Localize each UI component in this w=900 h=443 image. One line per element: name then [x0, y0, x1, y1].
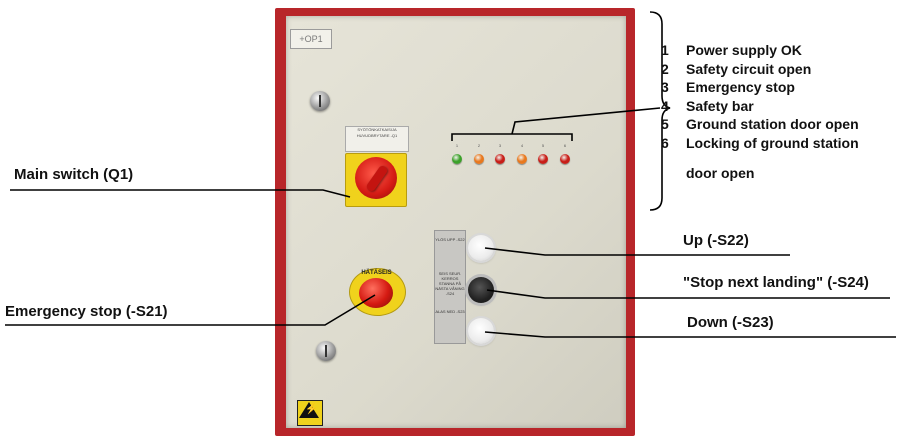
lamp-number: 2 [477, 143, 481, 148]
legend-text-continuation: door open [686, 165, 755, 181]
down-leader [484, 331, 896, 338]
lightning-bolt-icon: ⚡ [305, 404, 318, 415]
up-plate-text: YLÖS UPP -S22 [435, 237, 465, 242]
legend-number: 1 [661, 42, 669, 58]
indicator-lamp-5 [538, 154, 548, 164]
warning-triangle-icon [299, 402, 319, 418]
main-switch-plate: SYÖTÖNKATKAISIJA HUVUDBRYTARE -Q1 [345, 126, 409, 152]
up-label: Up (-S22) [683, 232, 749, 249]
lamps-leader [511, 107, 661, 135]
main-switch-label: Main switch (Q1) [14, 166, 134, 183]
main-switch-leader [10, 189, 351, 198]
lamp-number: 1 [455, 143, 459, 148]
legend-item: 4 Safety bar [661, 97, 859, 116]
indicator-lamp-6 [560, 154, 570, 164]
control-panel [286, 16, 626, 428]
legend-item: 6 Locking of ground station [661, 134, 859, 153]
legend-text: Locking of ground station [686, 134, 859, 151]
indicator-lamp-3 [495, 154, 505, 164]
lamp-number: 4 [520, 143, 524, 148]
lamp-legend: 1 Power supply OK 2 Safety circuit open … [661, 41, 859, 152]
button-label-plate: YLÖS UPP -S22 SEIS SEUR. KERROS STANNA P… [434, 230, 466, 344]
emergency-stop-leader [5, 294, 376, 326]
legend-item: 3 Emergency stop [661, 78, 859, 97]
emergency-stop-button[interactable] [359, 278, 393, 308]
legend-item: 5 Ground station door open [661, 115, 859, 134]
legend-number: 2 [661, 60, 669, 77]
indicator-lamp-2 [474, 154, 484, 164]
stop-leader [486, 289, 890, 299]
lamp-number: 6 [563, 143, 567, 148]
down-button[interactable] [468, 318, 494, 344]
legend-text: Power supply OK [686, 42, 802, 58]
legend-item: 2 Safety circuit open [661, 60, 859, 79]
legend-number: 6 [661, 134, 669, 151]
legend-text: Emergency stop [686, 79, 795, 95]
indicator-lamp-1 [452, 154, 462, 164]
legend-number: 4 [661, 97, 669, 114]
legend-item: 1 Power supply OK [661, 41, 859, 60]
lamps-bracket [451, 133, 573, 141]
stop-next-landing-label: "Stop next landing" (-S24) [683, 274, 869, 291]
emergency-stop-ring-text: HÄTÄSEIS [361, 270, 392, 276]
legend-brace [649, 11, 671, 211]
door-lock-icon[interactable] [316, 341, 336, 361]
lamp-number: 3 [498, 143, 502, 148]
emergency-stop-label: Emergency stop (-S21) [5, 303, 168, 320]
legend-text: Safety circuit open [686, 60, 812, 77]
legend-text: Ground station door open [686, 116, 859, 132]
door-lock-icon[interactable] [310, 91, 330, 111]
legend-number: 5 [661, 116, 669, 132]
indicator-lamp-4 [517, 154, 527, 164]
legend-number: 3 [661, 79, 669, 95]
legend-text: Safety bar [686, 97, 754, 114]
up-leader [484, 247, 790, 256]
down-plate-text: ALAS NED -S23 [435, 309, 465, 314]
down-label: Down (-S23) [687, 314, 774, 331]
lamp-numbers-strip: 1 2 3 4 5 6 [448, 141, 574, 153]
lamp-number: 5 [541, 143, 545, 148]
panel-id-label: +OP1 [290, 29, 332, 49]
stop-plate-text: SEIS SEUR. KERROS STANNA PÅ NÄSTA VÅNING… [435, 271, 465, 296]
